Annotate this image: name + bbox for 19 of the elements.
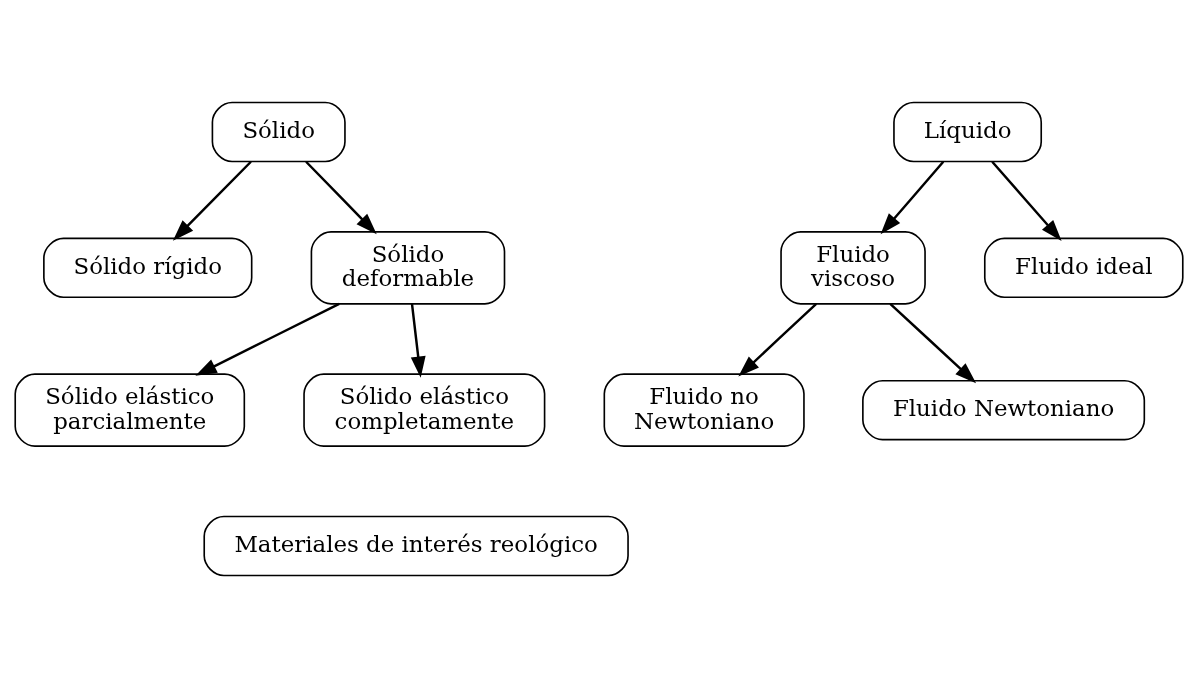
arrow	[305, 160, 377, 234]
node-box: Materiales de interés reológico	[203, 515, 629, 576]
node-box: Líquido	[893, 101, 1043, 162]
node-box: Sólido elástico parcialmente	[14, 372, 246, 447]
arrow	[410, 303, 426, 378]
arrow	[991, 160, 1062, 241]
node-box: Sólido elástico completamente	[303, 372, 546, 447]
node-box: Fluido ideal	[983, 237, 1184, 298]
arrow	[880, 160, 945, 234]
node-box: Fluido no Newtoniano	[603, 372, 805, 447]
node-box: Sólido rígido	[43, 237, 253, 298]
node-box: Fluido Newtoniano	[862, 379, 1146, 440]
arrow	[738, 302, 818, 377]
node-box: Sólido deformable	[310, 230, 506, 305]
node-box: Fluido viscoso	[780, 230, 926, 305]
arrow	[172, 160, 252, 241]
node-box: Sólido	[211, 101, 346, 162]
arrow	[889, 302, 977, 383]
arrow	[195, 302, 340, 376]
